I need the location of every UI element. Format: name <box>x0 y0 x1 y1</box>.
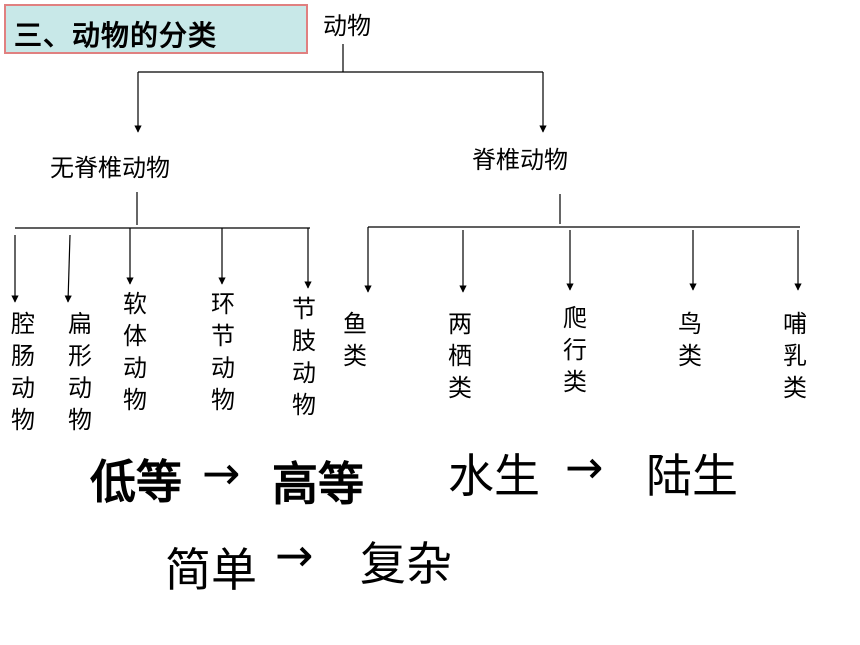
section-title: 三、动物的分类 <box>14 19 218 52</box>
leaf-annelids: 环节动物 <box>211 290 235 414</box>
trend-arrow-2: → <box>565 440 604 494</box>
node-invertebrate: 无脊椎动物 <box>50 154 170 182</box>
leaf-arthropods: 节肢动物 <box>292 295 316 419</box>
leaf-flatworms: 扁形动物 <box>68 310 92 434</box>
trend-complex: 复杂 <box>360 537 452 591</box>
root-node-animals: 动物 <box>323 12 371 40</box>
leaf-birds: 鸟类 <box>678 310 702 370</box>
leaf-fish: 鱼类 <box>343 310 367 370</box>
leaf-amphibians: 两栖类 <box>448 310 472 402</box>
node-vertebrate: 脊椎动物 <box>472 146 568 174</box>
leaf-coelenterates: 腔肠动物 <box>11 310 35 434</box>
trend-arrow-3: → <box>275 528 314 582</box>
trend-low: 低等 <box>90 455 182 509</box>
leaf-mollusks: 软体动物 <box>123 290 147 414</box>
trend-arrow-1: → <box>202 446 241 500</box>
leaf-reptiles: 爬行类 <box>563 304 587 396</box>
leaf-mammals: 哺乳类 <box>783 310 807 402</box>
section-title-box: 三、动物的分类 <box>4 4 308 54</box>
trend-aquatic: 水生 <box>448 449 540 503</box>
trend-high: 高等 <box>272 457 364 511</box>
trend-simple: 简单 <box>165 543 257 597</box>
trend-terrestrial: 陆生 <box>646 449 738 503</box>
